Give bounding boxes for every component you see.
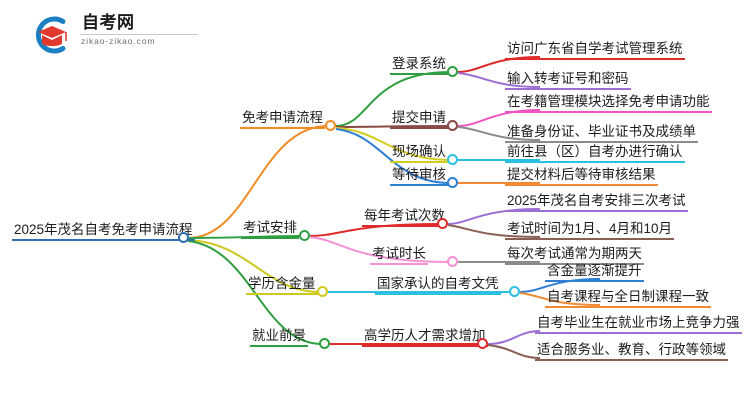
node-kecheng-yizhi[interactable]: 自考课程与全日制课程一致 (545, 289, 711, 308)
logo-url: zikao-zikao.com (81, 36, 156, 46)
node-gaoxueli-rencai-xuqiu[interactable]: 高学历人才需求增加 (362, 328, 488, 347)
node-shihe-fuwuye-jiaoyu[interactable]: 适合服务业、教育、行政等领域 (535, 342, 728, 361)
node-jiuye-qianjing[interactable]: 就业前景 (250, 328, 308, 347)
node-tijiao-cailiao-shenhe[interactable]: 提交材料后等待审核结果 (505, 167, 658, 186)
node-tijiao-shenqing[interactable]: 提交申请 (390, 110, 448, 129)
node-dot-kaoshi-anpai[interactable] (299, 230, 310, 241)
node-qianwang-zikaoban[interactable]: 前往县（区）自考办进行确认 (505, 144, 685, 163)
node-dot-guojia-chengren-wenping[interactable] (509, 286, 520, 297)
site-logo: 自考网 zikao-zikao.com (30, 12, 210, 58)
node-dot-xueli-hanjinliang[interactable] (317, 286, 328, 297)
node-shuru-zhuankao-zhenghao[interactable]: 输入转考证号和密码 (505, 71, 631, 90)
node-xianchang-queren[interactable]: 现场确认 (390, 144, 448, 163)
node-xueli-hanjinliang[interactable]: 学历含金量 (246, 276, 318, 295)
node-dot-jiuye-qianjing[interactable] (319, 338, 330, 349)
node-dot-root[interactable] (178, 232, 189, 243)
node-kaoshi-shijian-yuefen[interactable]: 考试时间为1月、4月和10月 (505, 221, 675, 240)
node-dot-xianchang-queren[interactable] (447, 154, 458, 165)
node-dot-kaoshi-shichang[interactable] (447, 256, 458, 267)
node-guojia-chengren-wenping[interactable]: 国家承认的自考文凭 (375, 276, 501, 295)
node-biyesheng-jingzhengli[interactable]: 自考毕业生在就业市场上竞争力强 (535, 315, 742, 334)
node-fangwen-guangdong-xitong[interactable]: 访问广东省自学考试管理系统 (505, 41, 685, 60)
node-dot-denglu-xitong[interactable] (447, 66, 458, 77)
node-meici-kaoshi-liangtian[interactable]: 每次考试通常为期两天 (505, 246, 644, 265)
node-dot-mianokao-shenqing-liucheng[interactable] (325, 120, 336, 131)
node-kaoshi-shichang[interactable]: 考试时长 (370, 246, 428, 265)
logo-text-block: 自考网 zikao-zikao.com (80, 12, 210, 47)
logo-mark-icon (35, 16, 67, 54)
node-zhunbei-shenfenzheng[interactable]: 准备身份证、毕业证书及成绩单 (505, 124, 698, 143)
node-2025-maoming-sanci-kaoshi[interactable]: 2025年茂名自考安排三次考试 (505, 193, 688, 212)
logo-divider (80, 34, 198, 35)
node-hanjinliang-tisheng[interactable]: 含金量逐渐提升 (545, 263, 644, 282)
logo-name: 自考网 (82, 13, 135, 32)
node-dot-dengdai-shenhe[interactable] (447, 177, 458, 188)
node-dot-gaoxueli-rencai-xuqiu[interactable] (477, 338, 488, 349)
node-dot-tijiao-shenqing[interactable] (447, 120, 458, 131)
node-mianokao-shenqing-liucheng[interactable]: 免考申请流程 (240, 110, 325, 129)
mindmap-root-label[interactable]: 2025年茂名自考免考申请流程 (12, 222, 195, 241)
node-kaoji-guanli-mokuai[interactable]: 在考籍管理模块选择免考申请功能 (505, 94, 712, 113)
node-kaoshi-anpai[interactable]: 考试安排 (241, 220, 299, 239)
node-denglu-xitong[interactable]: 登录系统 (390, 56, 448, 75)
node-dot-meinian-kaoshi-cishu[interactable] (437, 218, 448, 229)
node-dengdai-shenhe[interactable]: 等待审核 (390, 167, 448, 186)
node-meinian-kaoshi-cishu[interactable]: 每年考试次数 (362, 208, 447, 227)
